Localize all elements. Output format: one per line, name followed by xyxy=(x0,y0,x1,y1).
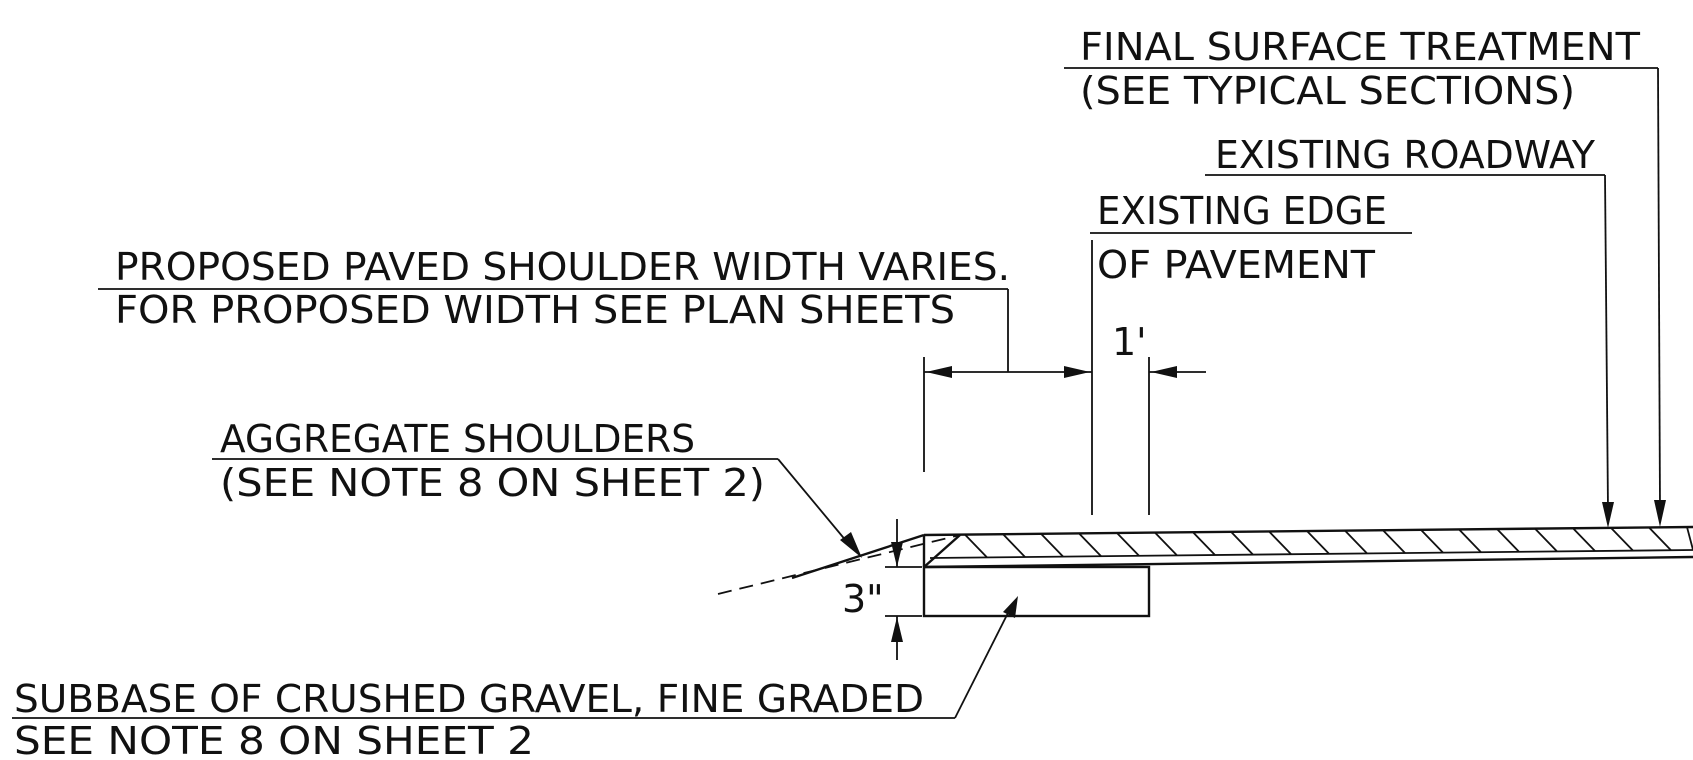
hatch-line xyxy=(1192,531,1216,556)
hatch-line xyxy=(1534,528,1558,553)
existing-roadway-callout: EXISTING ROADWAY xyxy=(1205,133,1614,528)
depth-arrowhead-bottom xyxy=(891,617,903,642)
existing-ground-dashed-line xyxy=(717,534,961,595)
hatch-line xyxy=(1382,529,1406,554)
paved-shoulder-label: PROPOSED PAVED SHOULDER WIDTH VARIES. xyxy=(115,245,1010,289)
hatch-line xyxy=(1040,533,1064,558)
offset-dimension: 1' xyxy=(923,240,1206,515)
pavement-section xyxy=(717,525,1693,618)
subbase-block xyxy=(922,565,1151,618)
hatch-line xyxy=(1002,533,1026,558)
existing-roadway-arrowhead xyxy=(1602,502,1614,528)
aggregate-shoulders-label: AGGREGATE SHOULDERS xyxy=(220,417,695,461)
hatch-line xyxy=(1572,527,1596,552)
depth-dimension: 3" xyxy=(842,519,922,660)
hatch-line xyxy=(964,533,988,558)
hatch-line xyxy=(1230,531,1254,556)
existing-roadway-label: EXISTING ROADWAY xyxy=(1215,133,1596,177)
surface-bottom-line xyxy=(923,555,1693,569)
final-surface-callout: FINAL SURFACE TREATMENT (SEE TYPICAL SEC… xyxy=(1064,25,1666,527)
hatch-line xyxy=(1686,526,1693,551)
depth-arrowhead-top xyxy=(891,542,903,567)
surface-taper xyxy=(923,534,961,568)
hatch-line xyxy=(1648,526,1672,551)
hatch-line xyxy=(1078,532,1102,557)
dim-arrowhead-left xyxy=(926,366,952,378)
aggregate-shoulders-arrowhead xyxy=(840,532,862,558)
final-surface-leader-drop xyxy=(1657,67,1661,511)
offset-arrowhead xyxy=(1151,366,1177,378)
hatch-line xyxy=(1610,527,1634,552)
depth-dimension-label: 3" xyxy=(842,577,884,621)
hatch-line xyxy=(1344,529,1368,555)
hatch-line xyxy=(1496,528,1520,553)
hatch-line xyxy=(1458,528,1482,553)
surface-inner-line xyxy=(929,549,1693,559)
hatch-line xyxy=(1306,530,1330,555)
subbase-sublabel: SEE NOTE 8 ON SHEET 2 xyxy=(14,719,534,760)
final-surface-label: FINAL SURFACE TREATMENT xyxy=(1080,25,1641,69)
existing-edge-callout: EXISTING EDGE OF PAVEMENT xyxy=(1090,189,1412,287)
offset-dimension-label: 1' xyxy=(1112,320,1147,364)
final-surface-arrowhead xyxy=(1654,500,1666,527)
aggregate-shoulders-sublabel: (SEE NOTE 8 ON SHEET 2) xyxy=(220,461,765,505)
subbase-leader-diag xyxy=(954,602,1014,719)
hatch-line xyxy=(1268,530,1292,555)
hatch-line xyxy=(1420,529,1444,554)
surface-hatching xyxy=(964,526,1693,558)
paved-shoulder-sublabel: FOR PROPOSED WIDTH SEE PLAN SHEETS xyxy=(115,288,955,332)
hatch-line xyxy=(1154,531,1178,556)
existing-roadway-leader-drop xyxy=(1604,174,1609,511)
existing-edge-label: EXISTING EDGE xyxy=(1097,189,1387,233)
existing-edge-sublabel: OF PAVEMENT xyxy=(1097,243,1376,287)
paved-shoulder-callout: PROPOSED PAVED SHOULDER WIDTH VARIES. FO… xyxy=(98,245,1010,372)
final-surface-sublabel: (SEE TYPICAL SECTIONS) xyxy=(1080,69,1575,113)
aggregate-shoulders-leader-diag xyxy=(777,458,853,549)
subbase-arrowhead xyxy=(1003,596,1018,618)
subbase-callout: SUBBASE OF CRUSHED GRAVEL, FINE GRADED S… xyxy=(12,596,1018,760)
dim-arrowhead-right xyxy=(1064,366,1090,378)
aggregate-shoulders-callout: AGGREGATE SHOULDERS (SEE NOTE 8 ON SHEET… xyxy=(212,417,862,558)
subbase-label: SUBBASE OF CRUSHED GRAVEL, FINE GRADED xyxy=(14,677,924,721)
hatch-line xyxy=(1116,532,1140,557)
surface-top-line xyxy=(923,525,1693,537)
